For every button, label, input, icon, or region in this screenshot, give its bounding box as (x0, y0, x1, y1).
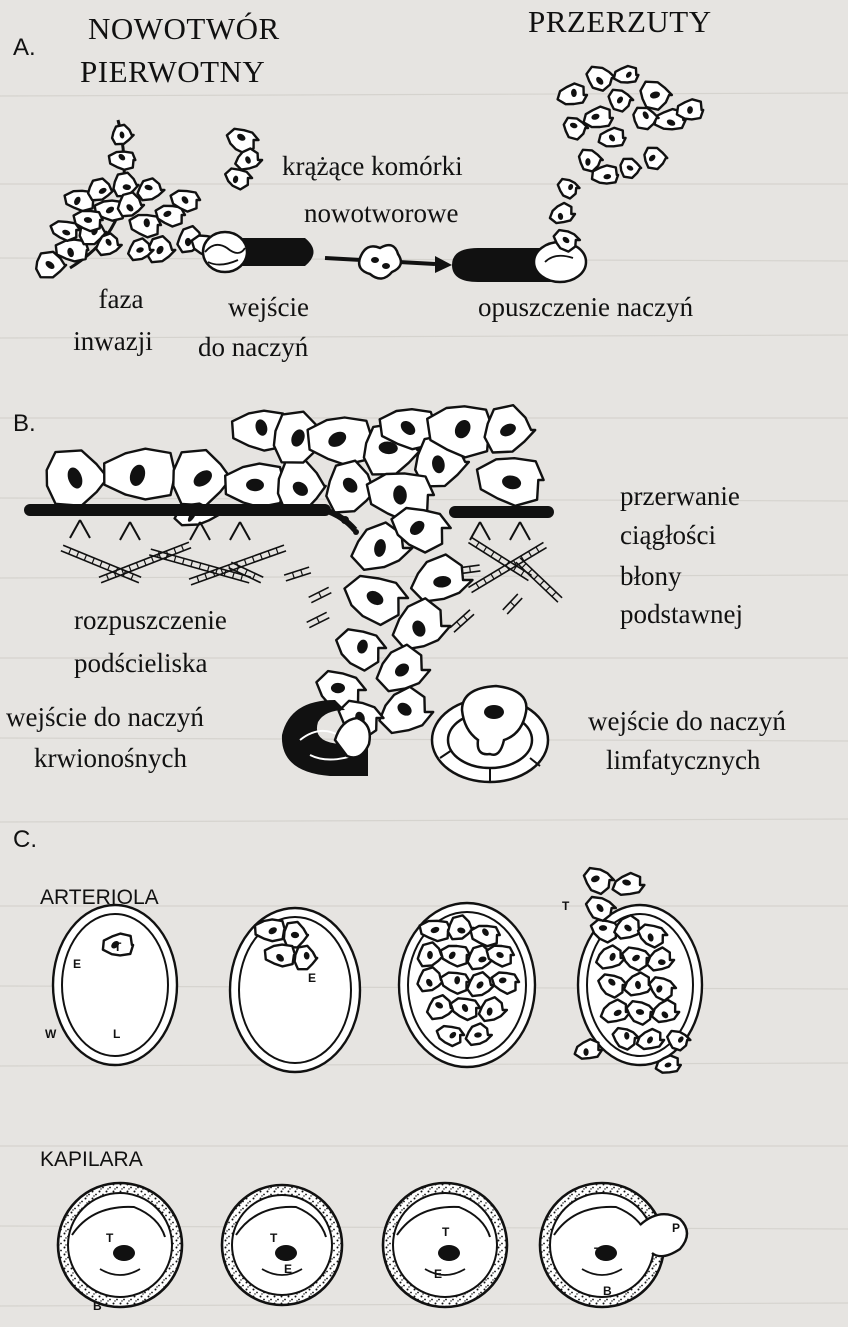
stroma-label-line2: podścieliska (74, 648, 207, 679)
marker-t-capillary-4: T (594, 1246, 601, 1260)
marker-t-capillary-2: T (270, 1232, 277, 1246)
invasion-label-line1: faza (76, 284, 166, 315)
cell (485, 405, 536, 452)
membrane-break-label-line4: podstawnej (620, 599, 743, 630)
cell (644, 148, 667, 169)
capillary-cross-section (222, 1185, 342, 1305)
cell (47, 450, 108, 505)
invasion-label-line2: inwazji (60, 326, 166, 357)
cell (558, 179, 580, 199)
cell (345, 576, 409, 625)
cell (677, 99, 703, 119)
metastasis-title: PRZERZUTY (528, 4, 712, 40)
marker-e-capillary-2: E (284, 1263, 292, 1277)
vessel-exit-label: opuszczenie naczyń (478, 292, 693, 323)
arteriole-cross-section (399, 903, 535, 1067)
cell (587, 67, 616, 91)
primary-tumor-cells (36, 125, 219, 277)
cell (109, 152, 135, 170)
cell (336, 629, 386, 670)
cell (599, 128, 626, 147)
vessel-entry-label-line2: do naczyń (198, 332, 308, 363)
cell (621, 159, 642, 178)
cell (114, 173, 139, 197)
cell (278, 460, 326, 511)
cell (609, 90, 634, 112)
marker-t-capillary-3: T (442, 1226, 449, 1240)
marker-e-arteriole: E (73, 958, 81, 972)
cell (138, 178, 165, 200)
cell (477, 458, 544, 506)
circulating-cells-label-line2: nowotworowe (304, 198, 458, 229)
marker-p-capillary-4: P (672, 1222, 680, 1236)
marker-t-arteriole-4: T (562, 900, 569, 914)
membrane-break-label-line3: błony (620, 561, 682, 592)
marker-t-capillary-1: T (106, 1232, 113, 1246)
cell (130, 215, 162, 237)
circulating-cells-label-line1: krążące komórki (282, 151, 463, 182)
cell (614, 66, 639, 83)
arteriole-cross-section (575, 868, 702, 1073)
section-c-letter: C. (13, 826, 37, 854)
stromal-fiber (307, 612, 330, 627)
blood-vessel-label-line1: wejście do naczyń (6, 702, 204, 733)
primary-tumor-title-line1: NOWOTWÓR (88, 11, 280, 47)
cell (308, 418, 373, 465)
stromal-fiber (309, 587, 332, 602)
primary-tumor-title-line2: PIERWOTNY (80, 54, 265, 90)
cell (550, 203, 575, 223)
arteriola-label: ARTERIOLA (40, 886, 159, 910)
cell (584, 107, 613, 128)
cell (88, 179, 114, 201)
kapilara-label: KAPILARA (40, 1148, 143, 1172)
cell (225, 169, 252, 190)
marker-w-arteriole: W (45, 1028, 56, 1042)
marker-e-capillary-3: E (434, 1268, 442, 1282)
lymph-vessel-label-line2: limfatycznych (606, 745, 760, 776)
cell (104, 449, 175, 500)
cell (51, 221, 81, 241)
arteriole-cross-section (230, 908, 360, 1072)
cell (613, 873, 645, 895)
capillary-cross-section (540, 1183, 664, 1307)
cell (173, 450, 231, 505)
cell (393, 598, 451, 649)
lymph-vessel-label-line1: wejście do naczyń (588, 706, 786, 737)
marker-t-arteriole: T (114, 941, 121, 955)
membrane-break-label-line2: ciągłości (620, 520, 716, 551)
cell (112, 125, 134, 144)
cell (379, 687, 433, 733)
cell (575, 1039, 602, 1059)
membrane-break-label-line1: przerwanie (620, 481, 740, 512)
section-c-illustration (53, 868, 702, 1307)
cell (633, 108, 658, 129)
blood-vessel-label-line2: krwionośnych (34, 743, 187, 774)
cell (584, 868, 614, 894)
stromal-fiber (503, 594, 522, 614)
capillary-cross-section (58, 1183, 182, 1307)
marker-l-arteriole: L (113, 1028, 120, 1042)
stromal-fiber (516, 558, 562, 602)
capillary-cross-section (383, 1183, 507, 1307)
metastasis-cluster (558, 66, 704, 184)
cell (225, 464, 284, 508)
section-a-letter: A. (13, 34, 36, 62)
stromal-fiber (450, 610, 474, 632)
cell (641, 82, 672, 110)
marker-b-capillary-1: B (93, 1300, 102, 1314)
marker-e-arteriole-2: E (308, 972, 316, 986)
stroma-label-line1: rozpuszczenie (74, 605, 227, 636)
cell (377, 645, 430, 692)
circulating-cluster-top (225, 129, 262, 190)
vessel-entry-label-line1: wejście (228, 292, 309, 323)
stromal-fiber (284, 567, 311, 581)
cell (558, 84, 587, 105)
cell (411, 555, 472, 602)
section-b-letter: B. (13, 410, 36, 438)
marker-b-capillary-4: B (603, 1285, 612, 1299)
